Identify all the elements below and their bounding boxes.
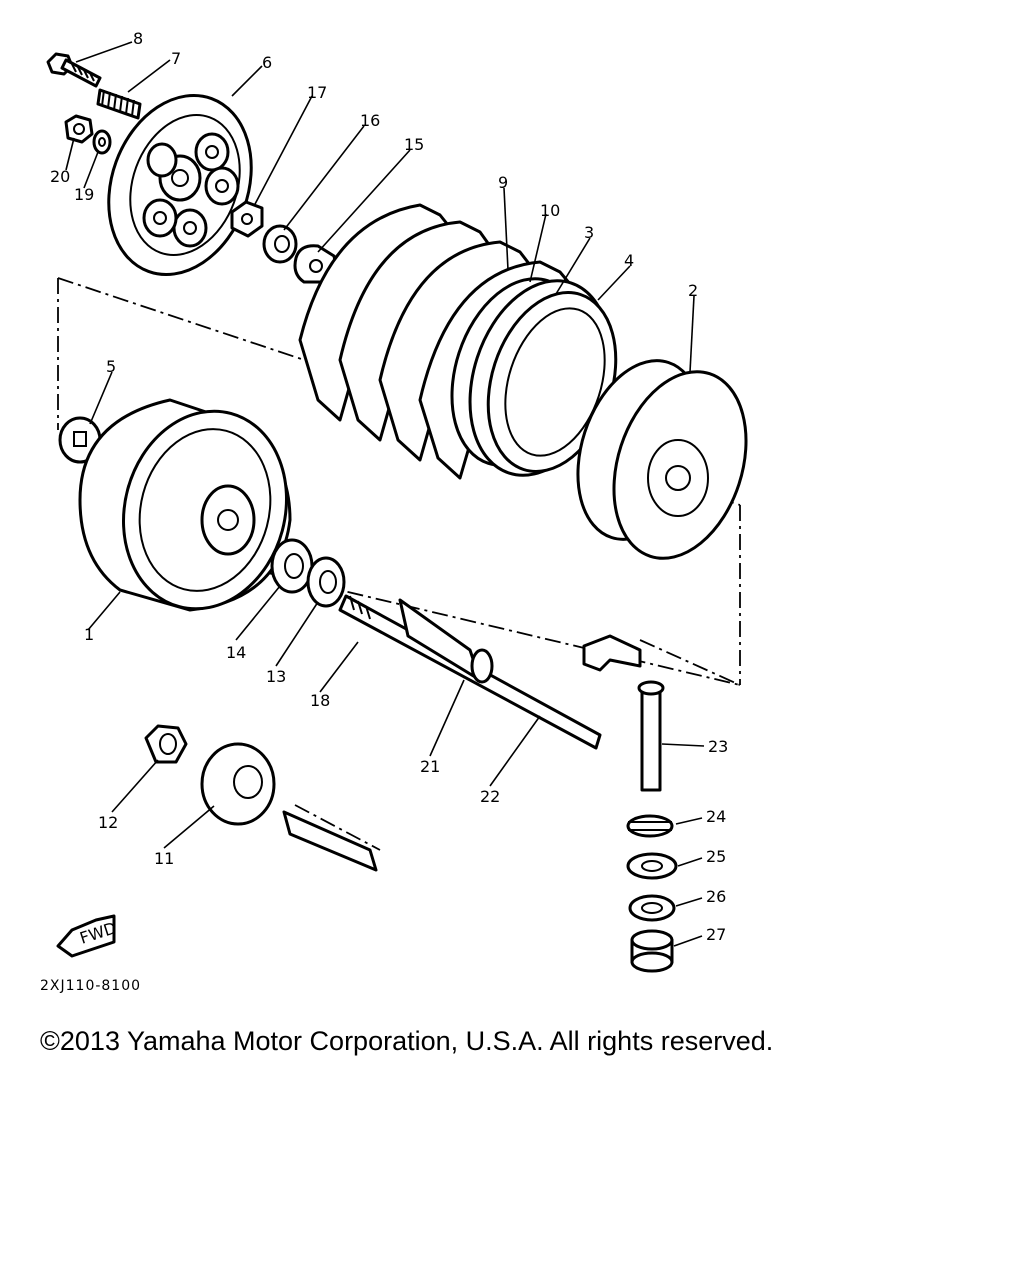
push-rod-shaft xyxy=(338,594,602,750)
callout-16: 16 xyxy=(360,111,380,130)
clutch-exploded-diagram: FWD 8 7 6 17 16 15 xyxy=(40,29,748,994)
crankshaft-stub xyxy=(282,810,378,872)
callout-3: 3 xyxy=(584,223,594,242)
leader-lines xyxy=(65,41,705,947)
primary-drive-gear-part-11 xyxy=(200,742,276,826)
thrust-washer-part-14 xyxy=(270,538,314,594)
diagram-code: 2XJ110-8100 xyxy=(40,978,141,994)
torsion-spring-part-24 xyxy=(626,814,674,838)
callout-18: 18 xyxy=(310,691,330,710)
bearing-part-26 xyxy=(628,894,676,922)
callout-26: 26 xyxy=(706,887,726,906)
washer-part-19 xyxy=(92,129,112,155)
clutch-spring xyxy=(96,88,142,120)
callout-14: 14 xyxy=(226,643,246,662)
callout-22: 22 xyxy=(480,787,500,806)
callout-8: 8 xyxy=(133,29,143,48)
callout-15: 15 xyxy=(404,135,424,154)
bearing-part-27 xyxy=(630,929,674,973)
clutch-housing xyxy=(78,398,292,612)
nut-part-16 xyxy=(262,224,298,264)
fwd-arrow-icon: FWD xyxy=(56,914,119,958)
callout-labels: 8 7 6 17 16 15 9 10 3 4 2 5 20 19 1 14 1… xyxy=(50,29,728,944)
callout-27: 27 xyxy=(706,925,726,944)
callout-13: 13 xyxy=(266,667,286,686)
callout-9: 9 xyxy=(498,173,508,192)
callout-4: 4 xyxy=(624,251,634,270)
callout-7: 7 xyxy=(171,49,181,68)
oil-seal-part-25 xyxy=(626,852,678,880)
clutch-boss xyxy=(576,359,748,560)
callout-19: 19 xyxy=(74,185,94,204)
callout-24: 24 xyxy=(706,807,726,826)
callout-1: 1 xyxy=(84,625,94,644)
callout-11: 11 xyxy=(154,849,174,868)
callout-20: 20 xyxy=(50,167,70,186)
callout-17: 17 xyxy=(307,83,327,102)
callout-25: 25 xyxy=(706,847,726,866)
nut-part-20 xyxy=(64,114,94,144)
callout-5: 5 xyxy=(106,357,116,376)
nut-part-12 xyxy=(144,724,188,764)
clutch-spring-bolt xyxy=(46,52,102,88)
thrust-washer-part-13 xyxy=(306,556,346,608)
callout-21: 21 xyxy=(420,757,440,776)
callout-6: 6 xyxy=(262,53,272,72)
lock-washer-part-17 xyxy=(230,200,264,238)
callout-10: 10 xyxy=(540,201,560,220)
callout-12: 12 xyxy=(98,813,118,832)
callout-23: 23 xyxy=(708,737,728,756)
callout-2: 2 xyxy=(688,281,698,300)
push-lever-part-23 xyxy=(582,634,665,792)
copyright-notice: ©2013 Yamaha Motor Corporation, U.S.A. A… xyxy=(40,1026,774,1056)
